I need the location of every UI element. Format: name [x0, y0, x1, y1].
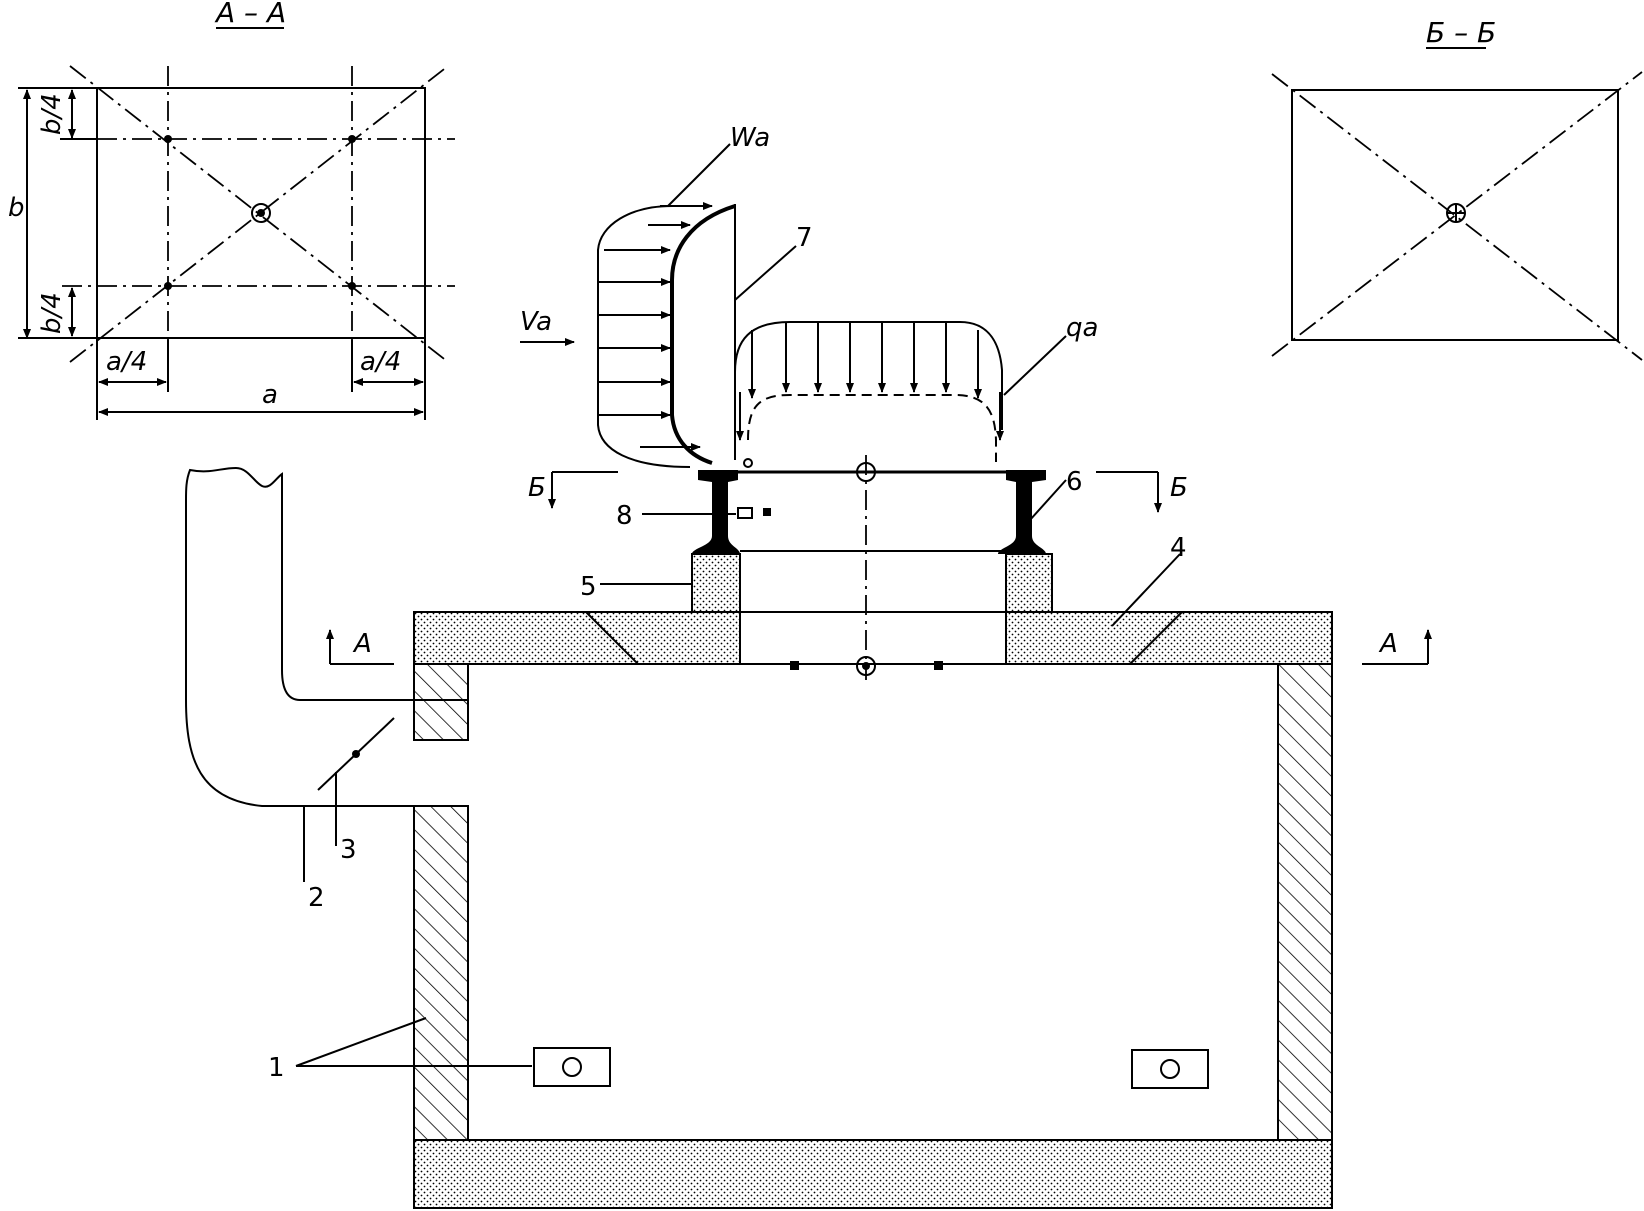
callout-3: 3 — [340, 835, 357, 865]
callout-1: 1 — [268, 1053, 285, 1083]
cut-a-left-label: А — [352, 629, 372, 659]
roof-slab: 4 А А — [326, 533, 1432, 665]
right-support-profile — [998, 470, 1046, 554]
section-aa-plan: А – А b b/4 b/4 a/4 a/4 — [8, 0, 455, 420]
anchor-point — [348, 282, 356, 290]
cut-b-right-label: Б — [1170, 473, 1188, 503]
dim-a4-right-label: a/4 — [360, 347, 401, 377]
center-mark — [251, 203, 271, 223]
wind-pressure-label: Wa — [730, 123, 770, 153]
building-body: 1 — [268, 663, 1333, 1209]
section-bb-plan: Б – Б — [1271, 16, 1643, 361]
dim-b-label: b — [8, 193, 25, 223]
equipment-box-left — [533, 1047, 611, 1087]
callout-6: 6 — [1066, 467, 1083, 497]
equipment-box-right — [1131, 1049, 1209, 1089]
section-bb-title: Б – Б — [1426, 16, 1496, 49]
anchor-point — [164, 135, 172, 143]
cut-b-left-label: Б — [528, 473, 546, 503]
cut-a-right-label: А — [1378, 629, 1398, 659]
callout-2: 2 — [308, 883, 325, 913]
snow-load-diagram: qa — [734, 313, 1098, 462]
dim-b4-top-label: b/4 — [37, 93, 67, 135]
callout-5: 5 — [580, 572, 597, 602]
dim-a-label: a — [262, 380, 278, 410]
wind-load-diagram: Wa 7 Va — [520, 123, 813, 468]
anchor-point — [164, 282, 172, 290]
dim-b4-bottom-label: b/4 — [37, 292, 67, 334]
callout-4: 4 — [1170, 533, 1187, 563]
duct-pipe: 3 2 — [185, 466, 468, 913]
dim-a4-left-label: a/4 — [106, 347, 147, 377]
right-plinth — [1005, 553, 1053, 613]
snow-load-label: qa — [1066, 313, 1098, 343]
left-plinth — [691, 553, 741, 613]
left-support-profile — [692, 470, 740, 554]
callout-7: 7 — [796, 223, 813, 253]
wind-speed-label: Va — [520, 307, 552, 337]
anchor-point — [348, 135, 356, 143]
section-aa-title: А – А — [214, 0, 286, 29]
callout-8: 8 — [616, 501, 633, 531]
